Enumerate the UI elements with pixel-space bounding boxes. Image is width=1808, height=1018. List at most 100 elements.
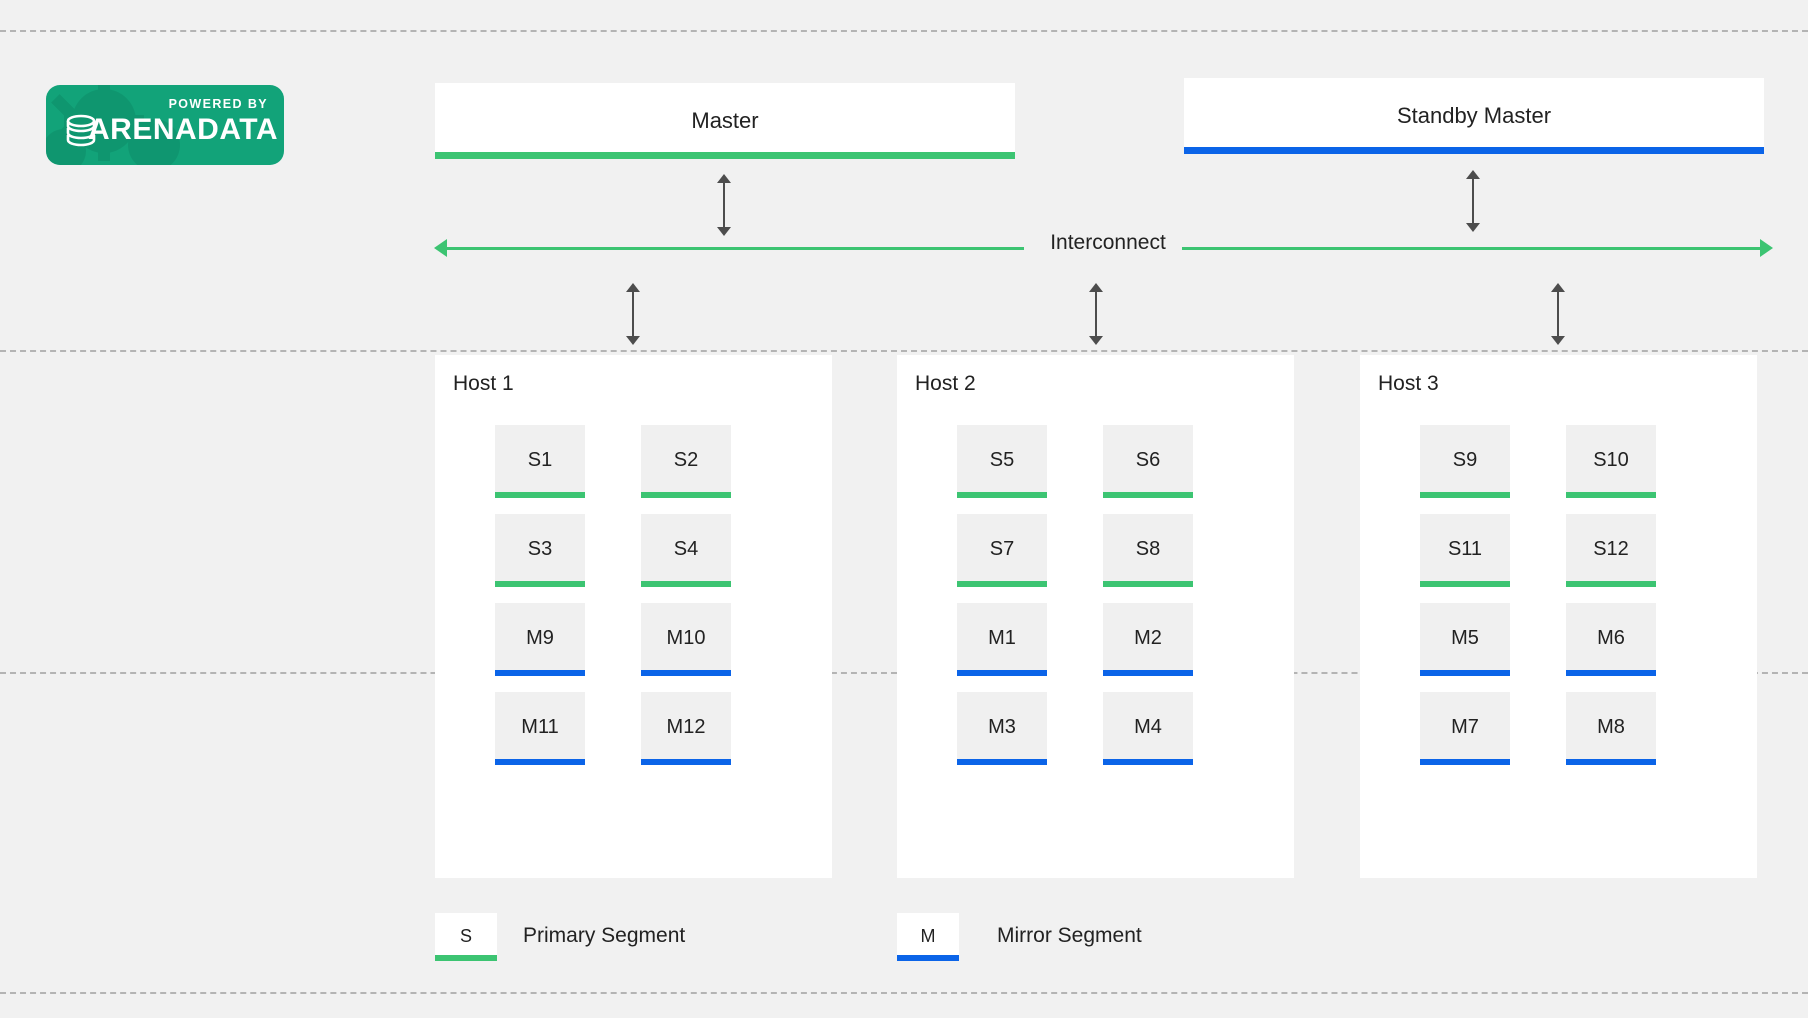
segment-box[interactable]: S9: [1420, 425, 1510, 498]
segment-accent-bar: [495, 759, 585, 765]
segment-box[interactable]: S6: [1103, 425, 1193, 498]
segment-label: S7: [989, 538, 1015, 560]
segment-label: S8: [1135, 538, 1161, 560]
segment-box[interactable]: M12: [641, 692, 731, 765]
logo-wordmark: ARENADATA: [88, 113, 279, 146]
segment-box[interactable]: M4: [1103, 692, 1193, 765]
segment-box[interactable]: M6: [1566, 603, 1656, 676]
interconnect-arrowhead-right: [1760, 239, 1773, 257]
segment-box[interactable]: S7: [957, 514, 1047, 587]
legend-chip-accent-bar: [897, 955, 959, 961]
legend-chip-letter: S: [459, 926, 472, 946]
segment-label: S11: [1447, 538, 1483, 560]
segment-accent-bar: [1420, 759, 1510, 765]
guide-line-top: [0, 30, 1808, 32]
legend-label: Mirror Segment: [997, 924, 1142, 947]
segment-label: S12: [1593, 538, 1629, 560]
segment-accent-bar: [641, 581, 731, 587]
segment-accent-bar: [1103, 492, 1193, 498]
segment-label: M8: [1597, 716, 1625, 738]
segment-box[interactable]: S3: [495, 514, 585, 587]
segment-accent-bar: [1103, 759, 1193, 765]
segment-accent-bar: [641, 759, 731, 765]
segment-box[interactable]: S2: [641, 425, 731, 498]
segment-label: M12: [666, 716, 706, 738]
segment-accent-bar: [495, 581, 585, 587]
segment-box[interactable]: M7: [1420, 692, 1510, 765]
segment-accent-bar: [1420, 581, 1510, 587]
segment-accent-bar: [957, 670, 1047, 676]
segment-box[interactable]: M5: [1420, 603, 1510, 676]
segment-label: S4: [673, 538, 699, 560]
segment-label: M10: [666, 627, 706, 649]
arrow-head-up-icon: [1089, 283, 1103, 292]
segment-box[interactable]: S11: [1420, 514, 1510, 587]
connector-arrow-host-1: [624, 283, 642, 345]
segment-box[interactable]: M1: [957, 603, 1047, 676]
segment-box[interactable]: S8: [1103, 514, 1193, 587]
segment-accent-bar: [1566, 670, 1656, 676]
segment-box[interactable]: M3: [957, 692, 1047, 765]
segment-label: M7: [1451, 716, 1479, 738]
segment-label: M2: [1134, 627, 1162, 649]
standby-master-node[interactable]: Standby Master: [1184, 78, 1764, 154]
legend-chip-letter: M: [920, 926, 936, 946]
master-accent-bar: [435, 152, 1015, 159]
segment-label: M5: [1451, 627, 1479, 649]
standby-master-accent-bar: [1184, 147, 1764, 154]
segment-box[interactable]: S5: [957, 425, 1047, 498]
master-label: Master: [691, 108, 759, 133]
arrow-head-down-icon: [717, 227, 731, 236]
arrow-head-up-icon: [1466, 170, 1480, 179]
master-node[interactable]: Master: [435, 83, 1015, 159]
host-panel-3[interactable]: Host 3 S9 S10 S11 S12 M5: [1360, 355, 1757, 878]
segment-box[interactable]: S10: [1566, 425, 1656, 498]
segment-label: M3: [988, 716, 1016, 738]
segment-label: M11: [521, 716, 559, 738]
segment-label: S3: [527, 538, 553, 560]
arrow-stem: [1557, 290, 1559, 338]
arrow-stem: [1095, 290, 1097, 338]
guide-line-upper-middle: [0, 350, 1808, 352]
segment-label: S10: [1593, 449, 1629, 471]
segment-label: S6: [1135, 449, 1161, 471]
connector-arrow-host-3: [1549, 283, 1567, 345]
legend-chip-accent-bar: [435, 955, 497, 961]
segment-accent-bar: [495, 492, 585, 498]
segment-label: M4: [1134, 716, 1162, 738]
legend-chip-mirror: M: [897, 913, 959, 961]
segment-accent-bar: [1103, 670, 1193, 676]
segment-box[interactable]: M8: [1566, 692, 1656, 765]
segment-label: S9: [1452, 449, 1478, 471]
segment-accent-bar: [957, 492, 1047, 498]
segment-label: S5: [989, 449, 1015, 471]
segment-box[interactable]: M11: [495, 692, 585, 765]
segment-accent-bar: [1103, 581, 1193, 587]
segment-label: S1: [527, 449, 553, 471]
arrow-stem: [632, 290, 634, 338]
segment-label: S2: [673, 449, 699, 471]
segment-box[interactable]: M2: [1103, 603, 1193, 676]
segment-accent-bar: [641, 670, 731, 676]
segment-accent-bar: [1420, 670, 1510, 676]
arrow-head-down-icon: [1089, 336, 1103, 345]
segment-grid: S5 S6 S7 S8 M1 M2: [957, 425, 1257, 765]
legend-chip-primary: S: [435, 913, 497, 961]
arenadata-logo: POWERED BY ARENADATA: [46, 85, 284, 165]
arrow-head-down-icon: [626, 336, 640, 345]
connector-arrow-host-2: [1087, 283, 1105, 345]
connector-arrow-master: [715, 174, 733, 236]
host-title: Host 3: [1378, 372, 1439, 395]
interconnect-label: Interconnect: [1024, 231, 1192, 255]
arrow-stem: [723, 181, 725, 229]
segment-accent-bar: [1566, 492, 1656, 498]
logo-powered-by-text: POWERED BY: [168, 97, 268, 111]
host-panel-1[interactable]: Host 1 S1 S2 S3 S4 M9 M10: [435, 355, 832, 878]
segment-accent-bar: [1566, 759, 1656, 765]
segment-box[interactable]: S4: [641, 514, 731, 587]
segment-box[interactable]: M9: [495, 603, 585, 676]
host-panel-2[interactable]: Host 2 S5 S6 S7 S8 M1 M2: [897, 355, 1294, 878]
segment-box[interactable]: M10: [641, 603, 731, 676]
segment-box[interactable]: S1: [495, 425, 585, 498]
segment-box[interactable]: S12: [1566, 514, 1656, 587]
